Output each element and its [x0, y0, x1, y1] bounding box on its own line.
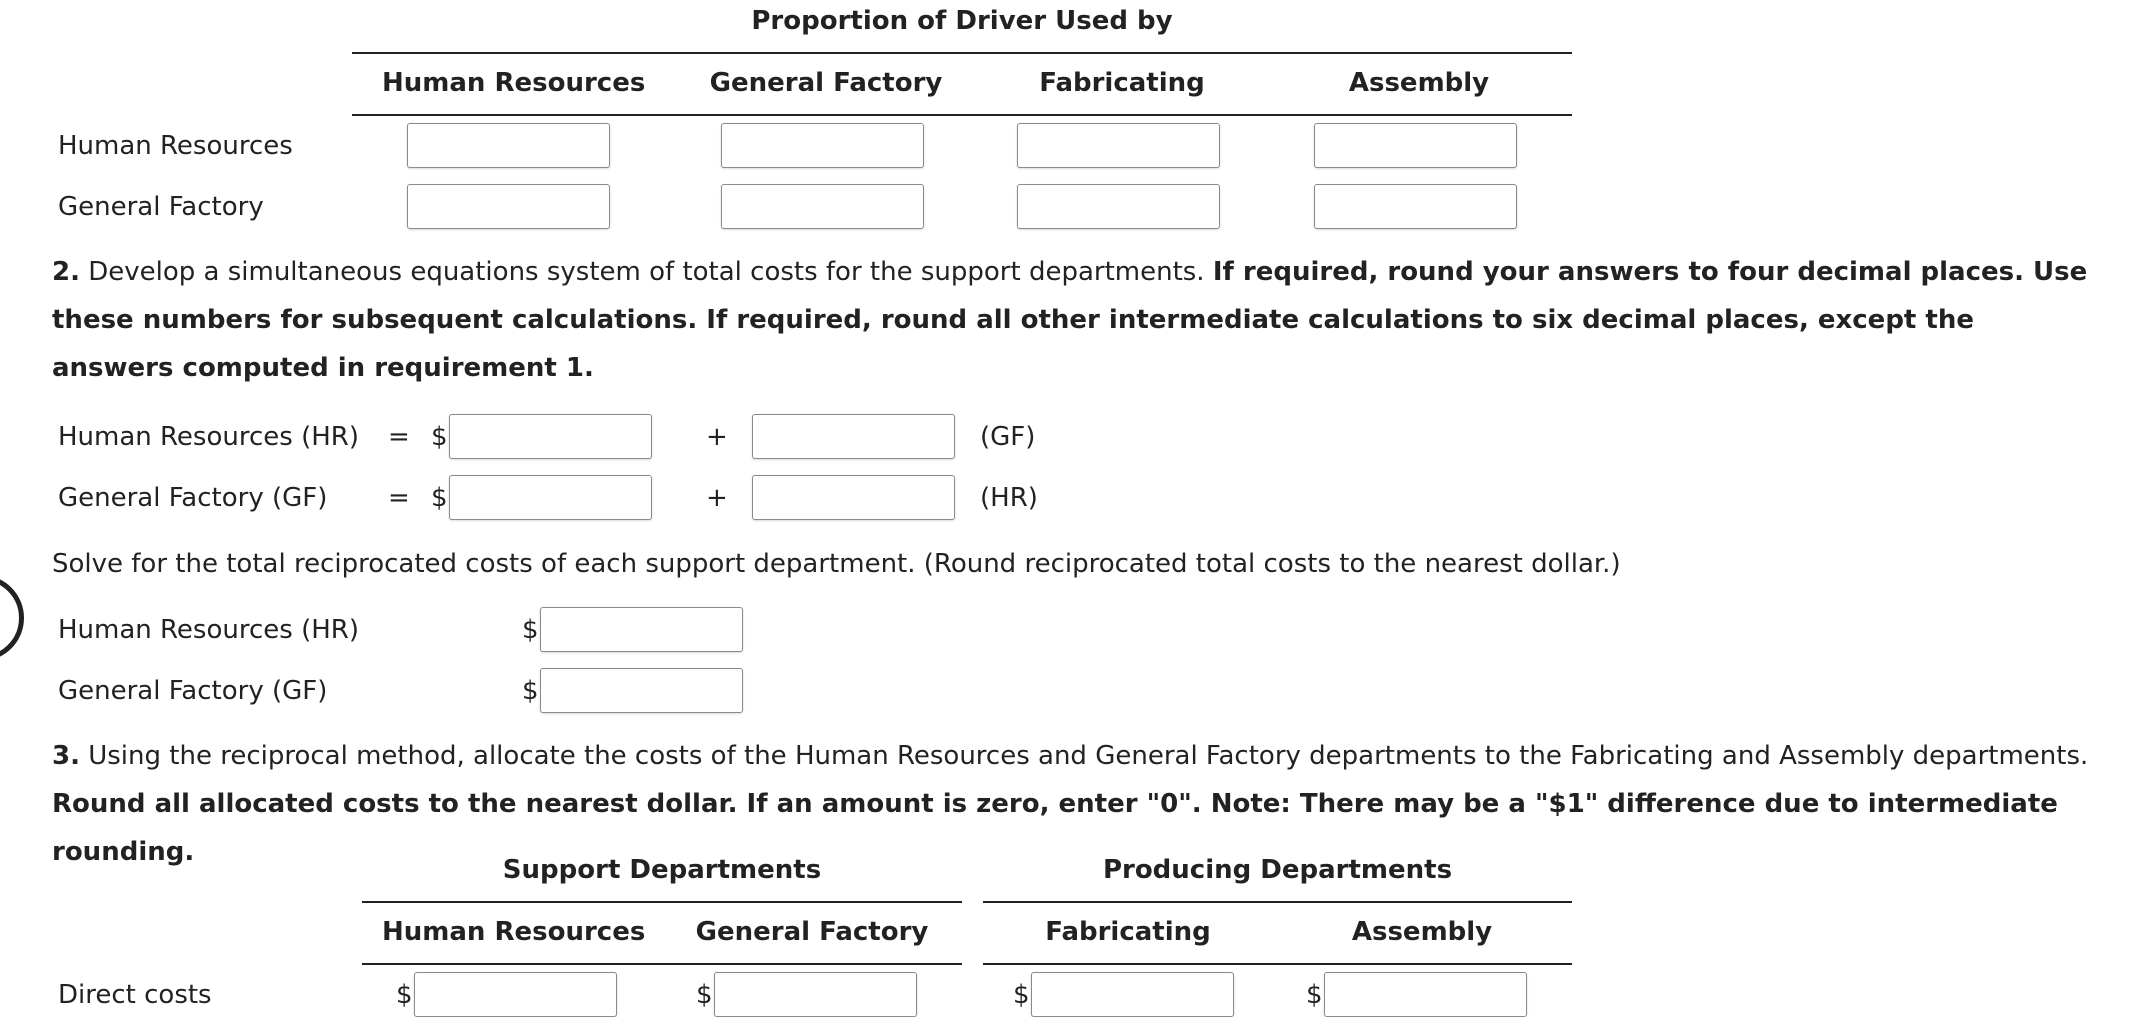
requirement-3-text: Using the reciprocal method, allocate th…	[79, 741, 2089, 771]
table-divider	[352, 52, 1572, 54]
table-divider	[983, 963, 1572, 965]
dollar-sign: $	[522, 615, 539, 645]
gf-reciprocated-cost-input[interactable]	[540, 668, 743, 713]
gf-to-assembly-proportion-input[interactable]	[1314, 184, 1517, 229]
table-divider	[983, 901, 1572, 903]
column-header-human-resources: Human Resources	[382, 917, 646, 947]
column-header-human-resources: Human Resources	[382, 68, 646, 98]
direct-costs-assembly-input[interactable]	[1324, 972, 1527, 1017]
plus-sign: +	[706, 483, 728, 513]
dollar-sign: $	[431, 422, 448, 452]
equation-label-gf: General Factory (GF)	[58, 483, 328, 513]
requirement-2-instructions: 2. Develop a simultaneous equations syst…	[52, 248, 2092, 392]
hr-to-gf-proportion-input[interactable]	[721, 123, 924, 168]
hr-to-hr-proportion-input[interactable]	[407, 123, 610, 168]
dollar-sign: $	[431, 483, 448, 513]
requirement-3-rounding-note: Round all allocated costs to the nearest…	[52, 789, 2058, 867]
column-header-assembly: Assembly	[1351, 917, 1493, 947]
requirement-2-text: Develop a simultaneous equations system …	[79, 257, 1213, 287]
dollar-sign: $	[696, 980, 713, 1010]
gf-to-hr-proportion-input[interactable]	[407, 184, 610, 229]
gf-hr-coefficient-input[interactable]	[752, 475, 955, 520]
column-header-assembly: Assembly	[1348, 68, 1490, 98]
gf-constant-input[interactable]	[449, 475, 652, 520]
proportion-table-title: Proportion of Driver Used by	[751, 6, 1173, 36]
row-label-general-factory: General Factory	[58, 192, 264, 222]
dollar-sign: $	[396, 980, 413, 1010]
column-header-general-factory: General Factory	[709, 68, 943, 98]
equation-variable-hr: (HR)	[980, 483, 1038, 513]
equals-sign: =	[388, 422, 410, 452]
solve-label-hr: Human Resources (HR)	[58, 615, 359, 645]
requirement-2-rounding-note: If required, round your answers to four …	[52, 257, 2088, 383]
requirement-3-number: 3.	[52, 741, 80, 771]
hr-reciprocated-cost-input[interactable]	[540, 607, 743, 652]
dollar-sign: $	[1013, 980, 1030, 1010]
direct-costs-gf-input[interactable]	[714, 972, 917, 1017]
producing-departments-header: Producing Departments	[1102, 855, 1453, 885]
table-divider	[362, 901, 962, 903]
direct-costs-fabricating-input[interactable]	[1031, 972, 1234, 1017]
equation-variable-gf: (GF)	[980, 422, 1036, 452]
gf-to-gf-proportion-input[interactable]	[721, 184, 924, 229]
gf-to-fabricating-proportion-input[interactable]	[1017, 184, 1220, 229]
row-label-direct-costs: Direct costs	[58, 980, 212, 1010]
solve-instructions: Solve for the total reciprocated costs o…	[52, 549, 1621, 579]
table-divider	[352, 114, 1572, 116]
support-departments-header: Support Departments	[502, 855, 822, 885]
circle-icon	[0, 575, 24, 661]
dollar-sign: $	[522, 676, 539, 706]
requirement-2-number: 2.	[52, 257, 80, 287]
requirement-3-instructions: 3. Using the reciprocal method, allocate…	[52, 732, 2092, 876]
hr-to-fabricating-proportion-input[interactable]	[1017, 123, 1220, 168]
row-label-human-resources: Human Resources	[58, 131, 293, 161]
column-header-fabricating: Fabricating	[1039, 68, 1205, 98]
table-divider	[362, 963, 962, 965]
hr-constant-input[interactable]	[449, 414, 652, 459]
direct-costs-hr-input[interactable]	[414, 972, 617, 1017]
equals-sign: =	[388, 483, 410, 513]
column-header-fabricating: Fabricating	[1045, 917, 1211, 947]
column-header-general-factory: General Factory	[695, 917, 929, 947]
equation-label-hr: Human Resources (HR)	[58, 422, 359, 452]
hr-to-assembly-proportion-input[interactable]	[1314, 123, 1517, 168]
solve-label-gf: General Factory (GF)	[58, 676, 328, 706]
plus-sign: +	[706, 422, 728, 452]
hr-gf-coefficient-input[interactable]	[752, 414, 955, 459]
dollar-sign: $	[1306, 980, 1323, 1010]
